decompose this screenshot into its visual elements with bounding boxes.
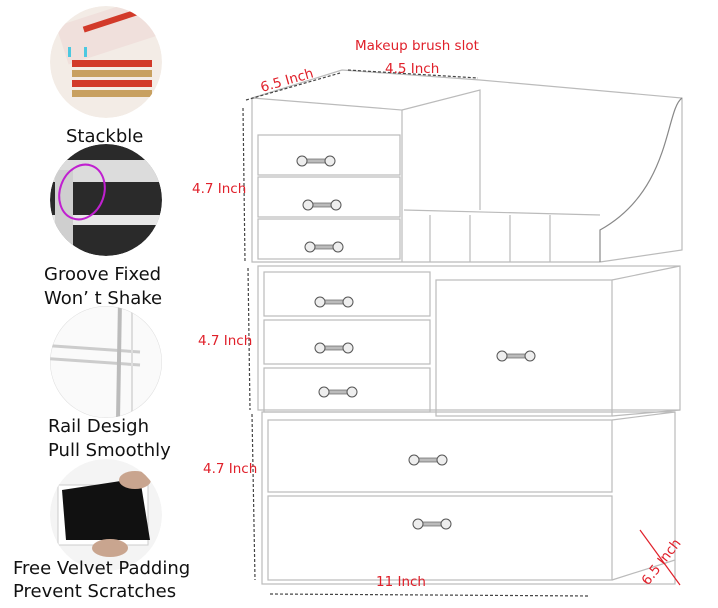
feature-label-velvet-2: Prevent Scratches [13,581,177,602]
stacked-drawers-photo [50,6,162,118]
velvet-padding-photo [50,459,162,571]
tier2-height-label: 4.7 Inch [198,333,252,349]
top-width-label: 4.5 Inch [385,61,439,77]
feature-label-stackable: Stackble [66,126,144,147]
groove-closeup-photo [50,144,162,256]
base-width-label: 11 Inch [376,574,426,590]
tier3-height-label: 4.7 Inch [203,461,257,477]
dimension-lines [242,69,681,597]
feature-label-velvet: Free Velvet Padding [13,558,191,579]
organizer-drawing [251,69,683,585]
feature-label-groove-2: Won’ t Shake [44,288,163,309]
brush-slot-label: Makeup brush slot [355,38,479,54]
tier1-height-label: 4.7 Inch [192,181,246,197]
feature-label-rail-2: Pull Smoothly [48,440,171,461]
base-depth-label: 6.5 Inch [639,536,685,589]
top-depth-label: 6.5 Inch [259,66,316,96]
rail-closeup-photo [50,306,162,418]
feature-label-rail: Rail Desigh [48,416,150,437]
feature-label-groove: Groove Fixed [44,264,162,285]
